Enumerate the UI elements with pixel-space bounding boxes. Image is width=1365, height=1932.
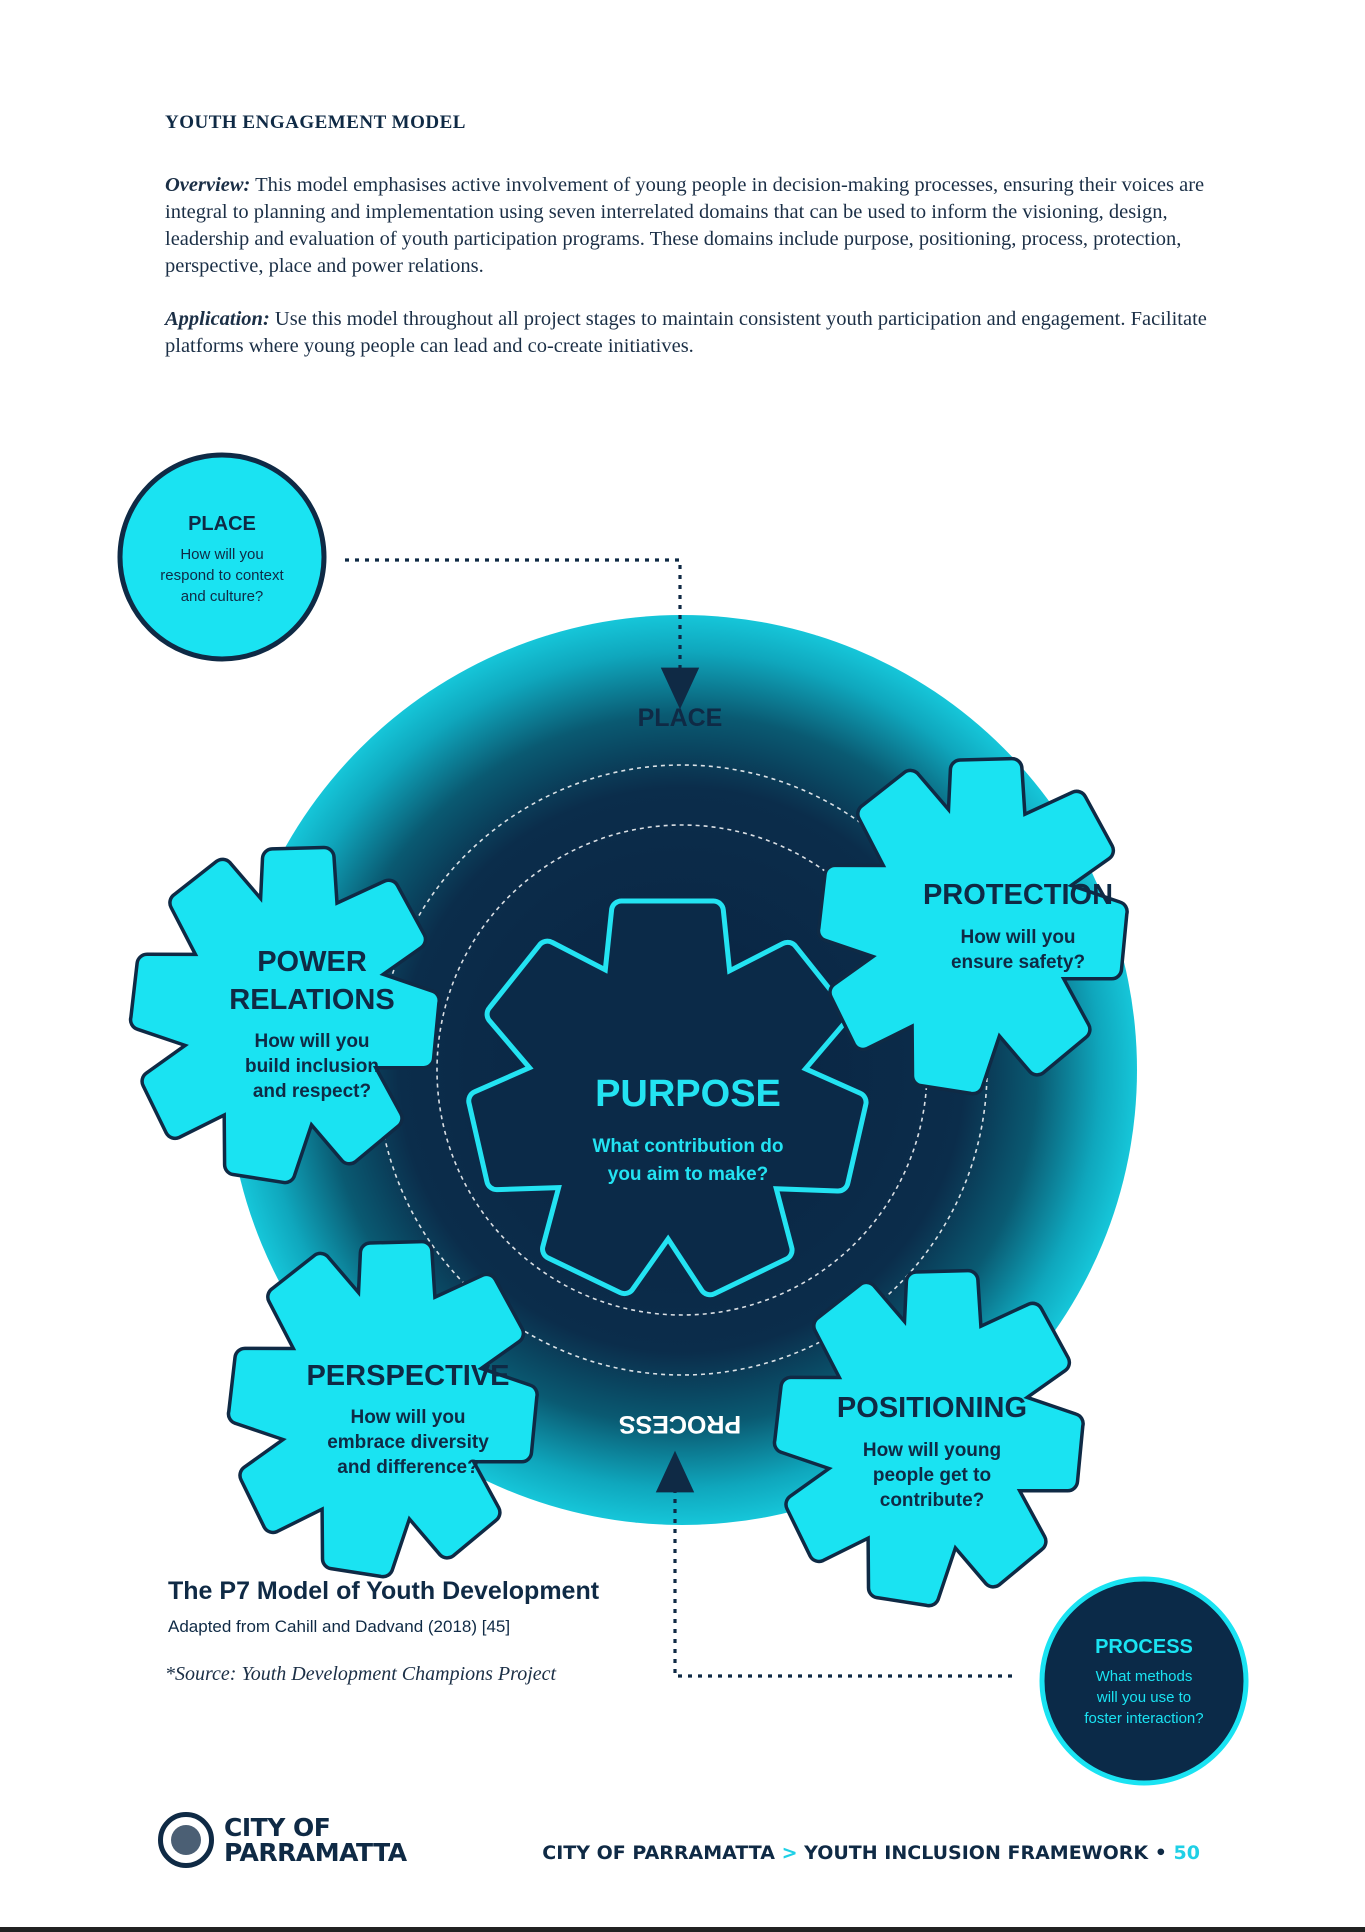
positioning-gear-shape	[772, 1268, 1085, 1608]
application-label: Application:	[165, 308, 270, 330]
footer-doc-title: YOUTH INCLUSION FRAMEWORK	[804, 1842, 1149, 1864]
footer-org: CITY OF PARRAMATTA	[542, 1842, 775, 1864]
protection-gear-shape	[816, 756, 1129, 1096]
bottom-border	[0, 1927, 1365, 1932]
diagram-caption-source: *Source: Youth Development Champions Pro…	[165, 1663, 556, 1685]
perspective-line-3: and difference?	[337, 1457, 478, 1478]
process-bubble-line-2: will you use to	[1096, 1689, 1191, 1706]
perspective-title: PERSPECTIVE	[306, 1360, 509, 1392]
process-connector-arrow	[655, 1450, 1012, 1678]
power-relations-line-1: How will you	[254, 1031, 369, 1052]
ring-process-label: PROCESS	[619, 1410, 741, 1438]
place-connector-arrow	[345, 558, 700, 710]
footer-breadcrumb: CITY OF PARRAMATTA > YOUTH INCLUSION FRA…	[542, 1842, 1200, 1864]
application-text: Use this model throughout all project st…	[165, 308, 1207, 357]
logo-line-2: PARRAMATTA	[224, 1838, 407, 1867]
protection-line-1: How will you	[960, 927, 1075, 948]
application-paragraph: Application: Use this model throughout a…	[165, 306, 1215, 360]
city-seal-icon	[158, 1812, 214, 1868]
power-relations-line-3: and respect?	[253, 1081, 371, 1102]
positioning-title: POSITIONING	[837, 1392, 1027, 1424]
process-bubble-title: PROCESS	[1095, 1636, 1193, 1658]
purpose-line-1: What contribution do	[592, 1136, 783, 1157]
place-bubble-line-1: How will you	[180, 546, 263, 563]
place-bubble-title: PLACE	[188, 513, 256, 535]
protection-title: PROTECTION	[923, 879, 1113, 911]
power-relations-title-2: RELATIONS	[229, 984, 394, 1016]
city-of-parramatta-logo: CITY OF PARRAMATTA	[158, 1812, 407, 1868]
logo-line-1: CITY OF	[224, 1813, 331, 1842]
purpose-title: PURPOSE	[595, 1073, 781, 1115]
power-relations-line-2: build inclusion	[245, 1056, 379, 1077]
process-bubble-line-1: What methods	[1096, 1668, 1193, 1685]
perspective-line-1: How will you	[350, 1407, 465, 1428]
positioning-line-1: How will young	[863, 1440, 1001, 1461]
page-number: 50	[1173, 1842, 1200, 1864]
overview-text: This model emphasises active involvement…	[165, 174, 1205, 277]
place-bubble-line-2: respond to context	[160, 567, 284, 584]
protection-line-2: ensure safety?	[951, 952, 1085, 973]
overview-label: Overview:	[165, 174, 251, 196]
footer-bullet: •	[1154, 1842, 1167, 1864]
place-bubble	[117, 452, 327, 662]
process-bubble-line-3: foster interaction?	[1084, 1710, 1203, 1727]
footer-separator: >	[781, 1842, 798, 1864]
power-relations-title-1: POWER	[257, 946, 367, 978]
positioning-line-2: people get to	[873, 1465, 991, 1486]
positioning-line-3: contribute?	[880, 1490, 985, 1511]
page-title: YOUTH ENGAGEMENT MODEL	[165, 112, 466, 133]
perspective-line-2: embrace diversity	[327, 1432, 489, 1453]
diagram-caption-subtitle: Adapted from Cahill and Dadvand (2018) […	[168, 1617, 510, 1636]
overview-paragraph: Overview: This model emphasises active i…	[165, 172, 1215, 280]
ring-place-label: PLACE	[638, 704, 723, 732]
perspective-gear-shape	[226, 1239, 539, 1579]
p7-model-diagram: PLACE PROCESS PURPOSE What contribution …	[117, 452, 1249, 1786]
place-bubble-line-3: and culture?	[181, 588, 264, 605]
process-bubble	[1039, 1576, 1249, 1786]
power-relations-gear-shape	[128, 845, 441, 1185]
purpose-line-2: you aim to make?	[608, 1164, 769, 1185]
diagram-caption-title: The P7 Model of Youth Development	[168, 1577, 600, 1605]
